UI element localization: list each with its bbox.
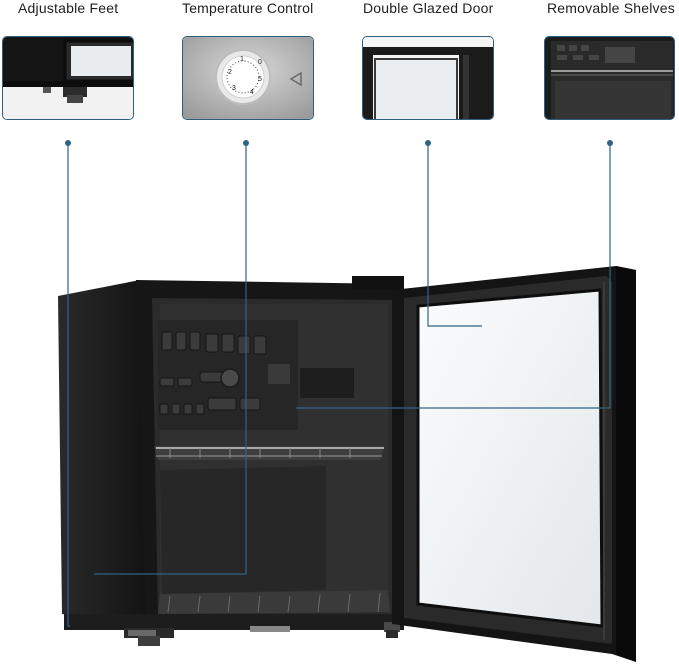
dial-number-2: 2 (228, 69, 232, 76)
feature-label-temperature-control: Temperature Control (182, 0, 314, 16)
removable-shelf (154, 446, 384, 460)
cabinet-base (64, 614, 404, 630)
feature-label-double-glazed-door: Double Glazed Door (363, 0, 494, 16)
callout-lines (67, 143, 611, 627)
feature-label-adjustable-feet: Adjustable Feet (18, 0, 119, 16)
dial-number-0: 0 (258, 59, 262, 66)
thumbnail-removable-shelves (544, 36, 675, 120)
cabinet-side-panel (58, 280, 150, 626)
glass-door (392, 266, 636, 662)
callout-dots (65, 140, 613, 146)
thumbnail-double-glazed-door (362, 36, 494, 120)
adjustable-foot-right (384, 622, 400, 638)
dial-number-4: 4 (250, 89, 254, 96)
dial-number-3: 3 (232, 85, 236, 92)
feature-label-removable-shelves: Removable Shelves (547, 0, 675, 16)
adjustable-foot-left (124, 628, 174, 646)
thumbnail-temperature-control: 0 1 2 3 4 5 (182, 36, 314, 120)
interior-control-panel (158, 320, 354, 430)
dial-number-1: 1 (240, 56, 244, 63)
dial-number-5: 5 (258, 76, 262, 83)
feet-closeup-image (3, 37, 133, 119)
triangle-indicator-icon (289, 71, 302, 87)
temperature-dial-image: 0 1 2 3 4 5 (183, 37, 313, 119)
shelves-closeup-image (545, 37, 674, 119)
door-closeup-image (363, 37, 493, 119)
thumbnail-adjustable-feet (2, 36, 134, 120)
